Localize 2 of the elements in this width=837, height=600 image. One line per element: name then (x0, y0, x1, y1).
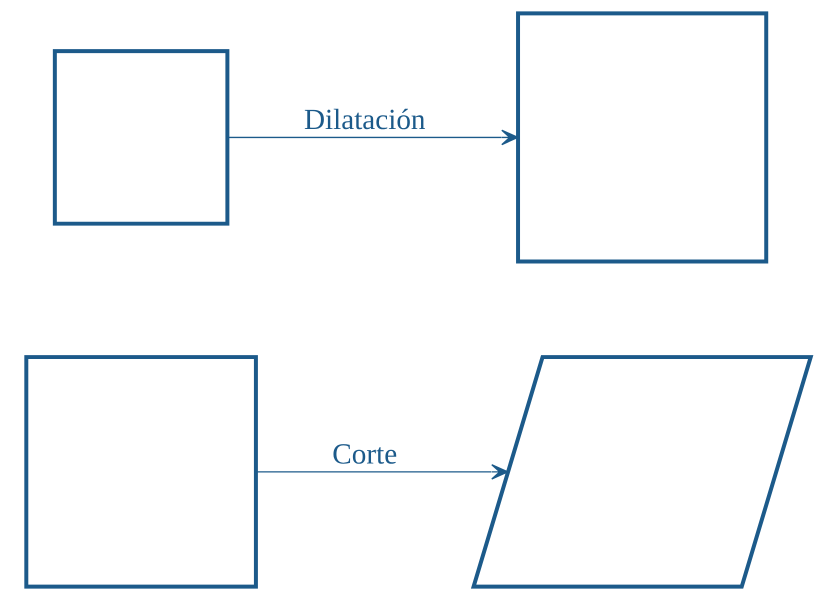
edge-label: Dilatación (304, 104, 426, 136)
edge-label: Corte (332, 438, 398, 470)
